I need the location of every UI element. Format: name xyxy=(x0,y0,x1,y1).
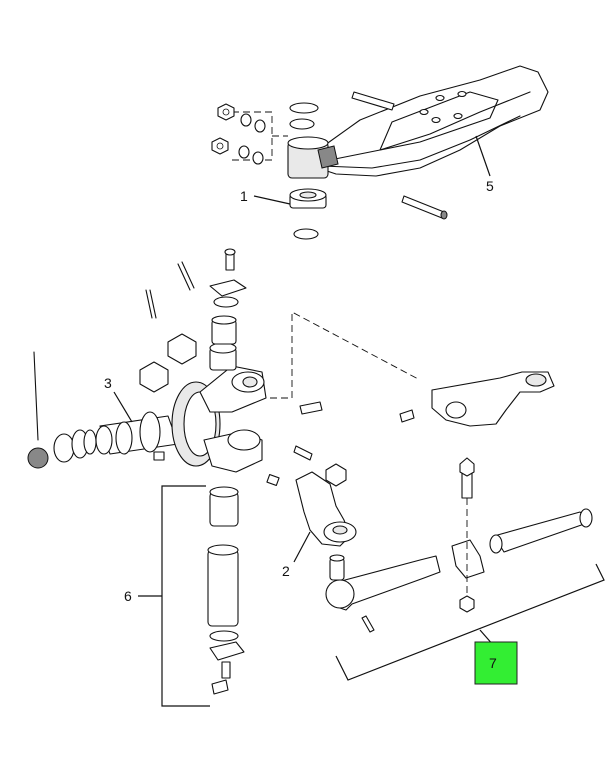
beam-fasteners[interactable] xyxy=(211,102,319,165)
callout-1[interactable]: 1 xyxy=(240,188,248,204)
callout-5[interactable]: 5 xyxy=(486,178,494,194)
callout-3[interactable]: 3 xyxy=(104,375,112,391)
callout-2[interactable]: 2 xyxy=(282,563,290,579)
callout-leader-2 xyxy=(293,531,311,563)
bracket-7 xyxy=(335,563,605,681)
callout-7[interactable]: 7 xyxy=(489,655,497,671)
bracket-6 xyxy=(161,485,210,707)
callout-7-highlight[interactable]: 7 xyxy=(474,641,518,685)
steering-knuckle-part-3[interactable] xyxy=(95,342,267,473)
knuckle-hardware[interactable] xyxy=(27,248,323,487)
callout-leader-5 xyxy=(475,135,491,177)
steering-arm[interactable] xyxy=(399,371,555,427)
guide-line xyxy=(270,311,421,399)
tie-rod-arm-part-2[interactable] xyxy=(295,463,357,547)
callout-6[interactable]: 6 xyxy=(124,588,132,604)
tie-rod-assembly-part-7[interactable] xyxy=(325,457,593,633)
callout-leader-3 xyxy=(113,391,133,423)
callout-leader-1 xyxy=(253,195,291,205)
thrust-bearing-part-1[interactable] xyxy=(289,188,327,240)
axle-beam-assembly[interactable] xyxy=(287,65,549,220)
king-pin-kit-part-6[interactable] xyxy=(207,486,245,695)
